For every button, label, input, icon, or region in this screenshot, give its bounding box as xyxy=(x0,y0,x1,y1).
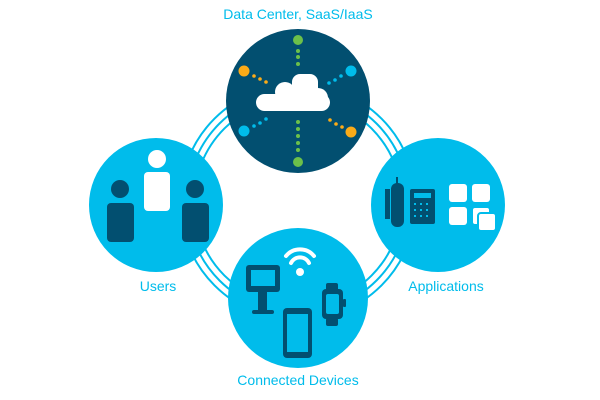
label-users: Users xyxy=(139,278,177,294)
label-data-center: Data Center, SaaS/IaaS xyxy=(223,6,373,22)
wifi-dot xyxy=(296,268,304,276)
smartphone-icon xyxy=(283,308,312,358)
app-grid-icon xyxy=(449,184,497,232)
data-center-node xyxy=(226,29,370,173)
cloud-icon xyxy=(256,74,330,111)
desk-phone-icon xyxy=(385,177,435,227)
smartwatch-icon xyxy=(322,283,346,326)
data-flow-dots xyxy=(238,35,357,167)
users-icon xyxy=(107,150,209,242)
kiosk-icon xyxy=(246,265,280,314)
label-connected-devices: Connected Devices xyxy=(237,372,359,388)
applications-node xyxy=(371,138,505,272)
connected-devices-node xyxy=(228,228,368,368)
label-applications: Applications xyxy=(408,278,484,294)
users-node xyxy=(89,138,223,272)
wifi-icon xyxy=(284,247,316,265)
